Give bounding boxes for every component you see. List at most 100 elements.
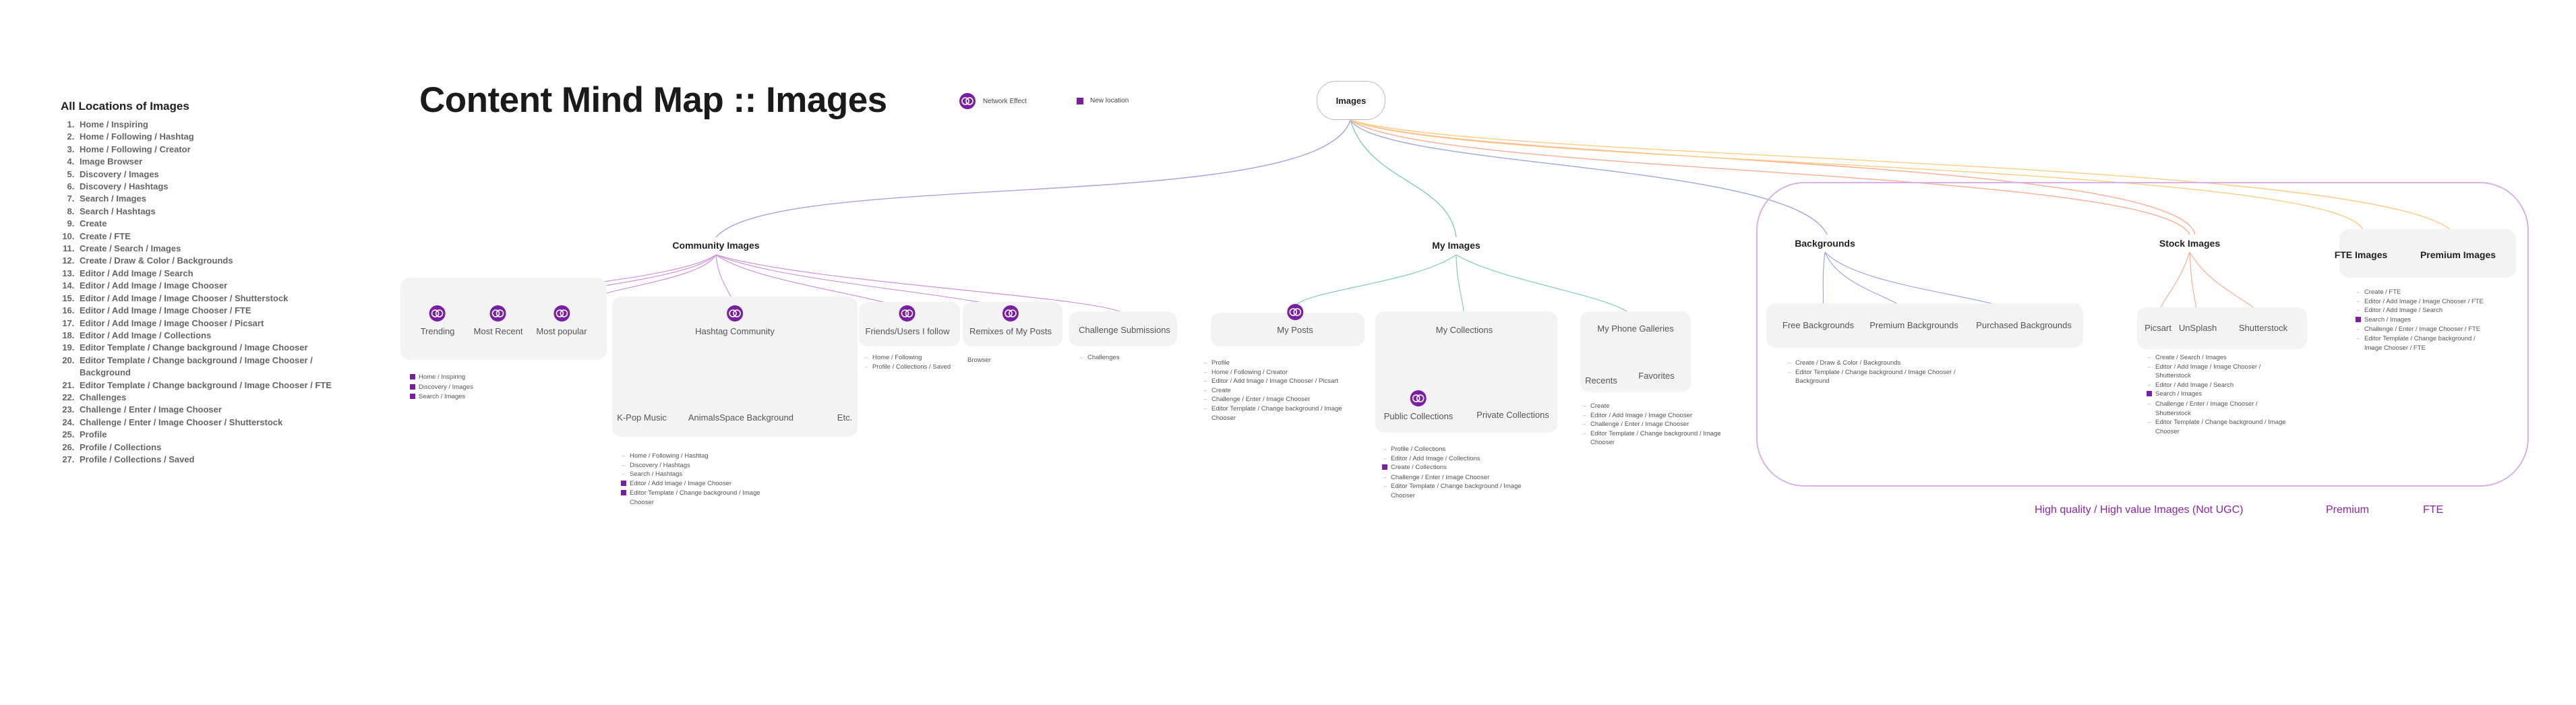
location-item: –Create	[1203, 386, 1231, 394]
network-effect-icon	[1287, 304, 1303, 320]
node-space-background[interactable]: Space Background	[719, 412, 793, 423]
node-label: Hashtag Community	[695, 326, 775, 336]
list-item: Home / Following / Creator	[77, 144, 360, 156]
location-item: –Editor Template / Change background / I…	[1582, 429, 1721, 447]
node-trending[interactable]: Trending	[421, 305, 454, 336]
network-effect-icon	[1410, 390, 1427, 406]
list-item: Editor Template / Change background / Im…	[77, 355, 360, 379]
network-effect-icon	[899, 305, 916, 321]
node-label: My Posts	[1277, 325, 1313, 335]
list-item: Challenge / Enter / Image Chooser	[77, 404, 360, 416]
location-item: –Editor Template / Change background / I…	[2356, 334, 2476, 352]
location-item: –Editor Template / Change background / I…	[1787, 368, 1956, 386]
my-posts-box	[1211, 313, 1365, 346]
location-item: –Profile	[1203, 359, 1230, 367]
node-shutterstock[interactable]: Shutterstock	[2238, 323, 2288, 333]
location-item: Browser	[967, 357, 991, 364]
location-item: –Create / Search / Images	[2147, 354, 2227, 361]
network-effect-icon	[959, 93, 976, 109]
list-item: Create / Draw & Color / Backgrounds	[77, 255, 360, 267]
node-unsplash[interactable]: UnSplash	[2178, 323, 2217, 333]
node-most-recent[interactable]: Most Recent	[473, 305, 523, 336]
location-item: –Challenge / Enter / Image Chooser / FTE	[2356, 326, 2481, 334]
location-item: –Home / Following	[864, 354, 922, 361]
legend-new-location: New location	[1077, 97, 1129, 104]
page-title: Content Mind Map :: Images	[419, 80, 887, 120]
list-item: Editor / Add Image / Image Chooser / FTE	[77, 305, 360, 317]
footer-fte-label: FTE	[2423, 504, 2444, 516]
premium-bracket	[1756, 182, 2529, 487]
node-most-popular[interactable]: Most popular	[536, 305, 587, 336]
node-animals[interactable]: Animals	[688, 412, 720, 423]
location-item: –Create	[1582, 402, 1610, 410]
location-item: Editor / Add Image / Image Chooser	[621, 479, 762, 489]
stock-box	[2137, 307, 2307, 349]
node-hashtag-community[interactable]: Hashtag Community	[695, 305, 775, 336]
my-collections-box	[1375, 311, 1557, 433]
location-item: –Editor / Add Image / Collections	[1383, 454, 1480, 462]
location-item: –Profile / Collections / Saved	[864, 363, 951, 371]
locations-list: Home / Inspiring Home / Following / Hash…	[50, 119, 360, 466]
location-item: Home / Inspiring	[410, 373, 473, 383]
node-recents[interactable]: Recents	[1585, 375, 1617, 386]
location-item: –Home / Following / Creator	[1203, 368, 1288, 376]
node-remixes[interactable]: Remixes of My Posts	[969, 305, 1052, 336]
legend-label: Network Effect	[983, 97, 1027, 105]
network-effect-icon	[1002, 305, 1019, 321]
category-community-images[interactable]: Community Images	[672, 240, 760, 251]
location-item: Create / Collections	[1382, 463, 1530, 473]
node-picsart[interactable]: Picsart	[2145, 323, 2171, 333]
node-etc[interactable]: Etc.	[837, 412, 853, 423]
category-premium-images[interactable]: Premium Images	[2420, 249, 2496, 260]
location-item: Search / Images	[2147, 390, 2288, 400]
location-item: –Challenges	[1079, 354, 1120, 361]
node-public-collections[interactable]: Public Collections	[1384, 390, 1453, 421]
location-item: Search / Images	[2356, 315, 2490, 326]
my-posts-locations: –Profile –Home / Following / Creator –Ed…	[1203, 359, 1344, 423]
node-challenge-submissions[interactable]: Challenge Submissions	[1079, 325, 1170, 335]
location-item: –Create / Draw & Color / Backgrounds	[1787, 359, 1901, 367]
node-private-collections[interactable]: Private Collections	[1476, 410, 1549, 420]
node-label: Most Recent	[473, 326, 523, 336]
list-item: Image Browser	[77, 156, 360, 168]
location-item: –Challenge / Enter / Image Chooser / Shu…	[2147, 400, 2258, 417]
category-backgrounds[interactable]: Backgrounds	[1795, 238, 1855, 249]
remixes-locations: Browser	[967, 356, 991, 365]
location-item: –Editor / Add Image / Image Chooser / FT…	[2356, 297, 2484, 305]
node-my-collections[interactable]: My Collections	[1435, 325, 1493, 335]
root-node[interactable]: Images	[1317, 81, 1385, 120]
category-my-images[interactable]: My Images	[1432, 240, 1480, 251]
location-item: –Challenge / Enter / Image Chooser	[1203, 396, 1311, 404]
node-phone-galleries[interactable]: My Phone Galleries	[1597, 324, 1674, 334]
node-my-posts[interactable]: My Posts	[1277, 303, 1313, 335]
node-purchased-backgrounds[interactable]: Purchased Backgrounds	[1976, 320, 2072, 330]
location-item: Editor Template / Change background / Im…	[621, 489, 762, 507]
location-item: –Editor / Add Image / Image Chooser / Pi…	[1203, 377, 1338, 386]
backgrounds-locations: –Create / Draw & Color / Backgrounds –Ed…	[1787, 359, 1982, 386]
node-kpop-music[interactable]: K-Pop Music	[617, 412, 667, 423]
list-item: Profile / Collections	[77, 441, 360, 454]
legend-label: New location	[1090, 97, 1129, 104]
node-favorites[interactable]: Favorites	[1638, 371, 1675, 381]
node-premium-backgrounds[interactable]: Premium Backgrounds	[1869, 320, 1958, 330]
new-location-marker	[1077, 97, 1083, 104]
location-item: –Editor / Add Image / Image Chooser / Sh…	[2147, 363, 2261, 380]
location-item: –Challenge / Enter / Image Chooser	[1582, 421, 1689, 429]
legend-network-effect: Network Effect	[959, 92, 1027, 110]
list-item: Editor / Add Image / Search	[77, 268, 360, 280]
location-item: –Challenge / Enter / Image Chooser	[1383, 473, 1490, 481]
node-friends[interactable]: Friends/Users I follow	[866, 305, 949, 336]
challenge-locations: –Challenges	[1079, 353, 1120, 363]
backgrounds-box	[1766, 303, 2083, 348]
list-item: Profile	[77, 429, 360, 441]
node-free-backgrounds[interactable]: Free Backgrounds	[1782, 320, 1855, 330]
category-fte-images[interactable]: FTE Images	[2334, 249, 2388, 260]
hashtag-locations: –Home / Following / Hashtag –Discovery /…	[621, 452, 762, 508]
location-item: –Editor Template / Change background / I…	[1383, 483, 1522, 499]
list-item: Profile / Collections / Saved	[77, 454, 360, 466]
location-item: –Editor / Add Image / Search	[2147, 381, 2234, 389]
category-stock-images[interactable]: Stock Images	[2159, 238, 2221, 249]
location-item: –Editor / Add Image / Image Chooser	[1582, 411, 1693, 419]
list-item: Challenges	[77, 392, 360, 404]
location-item: –Home / Following / Hashtag	[622, 452, 709, 460]
